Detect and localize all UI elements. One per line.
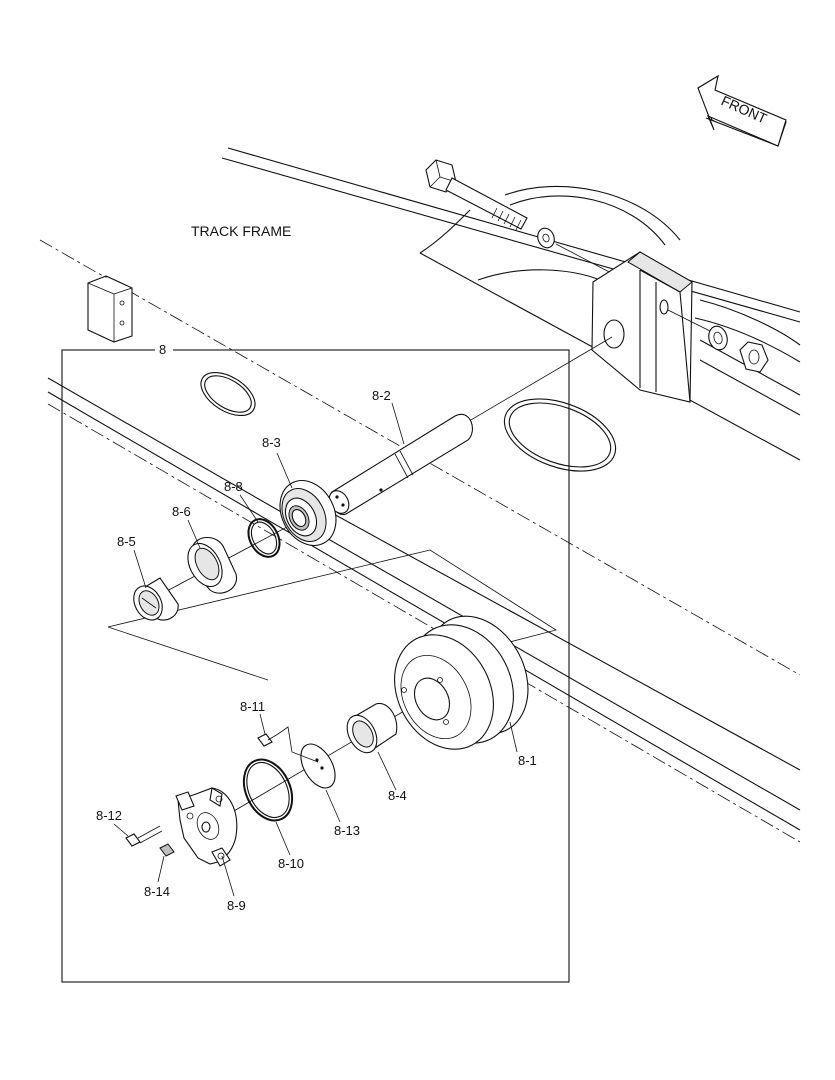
label-8-12: 8-12 (96, 808, 122, 823)
label-8-4: 8-4 (388, 788, 407, 803)
bolt-axis-line (555, 243, 616, 276)
part-8-8-o-ring (247, 518, 281, 558)
label-8-13: 8-13 (334, 823, 360, 838)
front-direction-arrow: FRONT (697, 74, 787, 147)
leader-lines (113, 402, 518, 897)
track-frame-label: TRACK FRAME (191, 223, 291, 239)
part-8-6-bushing (187, 536, 237, 594)
part-8-11-bolt (257, 726, 319, 763)
group-8-label-bg (155, 342, 173, 358)
label-8-3: 8-3 (262, 435, 281, 450)
label-8-1: 8-1 (518, 753, 537, 768)
label-8-5: 8-5 (117, 534, 136, 549)
mounting-bracket (591, 251, 693, 403)
part-8-12-bolt (125, 825, 163, 847)
label-8-11: 8-11 (240, 699, 265, 714)
label-8-14: 8-14 (144, 884, 170, 899)
washer-side (708, 325, 728, 351)
group-8-label: 8 (159, 342, 166, 357)
group-8-box (61, 349, 570, 983)
hex-nut (739, 341, 769, 373)
part-8-5-bushing (133, 577, 179, 621)
label-8-10: 8-10 (278, 856, 304, 871)
part-8-9-cover (175, 787, 238, 867)
label-8-8: 8-8 (224, 479, 243, 494)
part-8-2-shaft (328, 413, 473, 516)
subassembly-outline-bottom (107, 626, 269, 681)
part-8-1-roller (394, 615, 529, 750)
part-8-10-o-ring (242, 758, 294, 822)
bracket-axis-line (667, 309, 717, 335)
label-8-9: 8-9 (227, 898, 246, 913)
washer-top (537, 227, 555, 249)
part-8-13-plate (300, 743, 336, 789)
part-8-14-plug (159, 843, 175, 857)
track-frame-outline (39, 147, 801, 843)
part-8-4-bushing (346, 702, 398, 754)
label-8-6: 8-6 (172, 504, 191, 519)
frame-opening (200, 371, 617, 472)
frame-block (87, 275, 133, 343)
label-8-2: 8-2 (372, 388, 391, 403)
mounting-bolt (425, 159, 528, 231)
part-8-3-seal (279, 480, 337, 546)
